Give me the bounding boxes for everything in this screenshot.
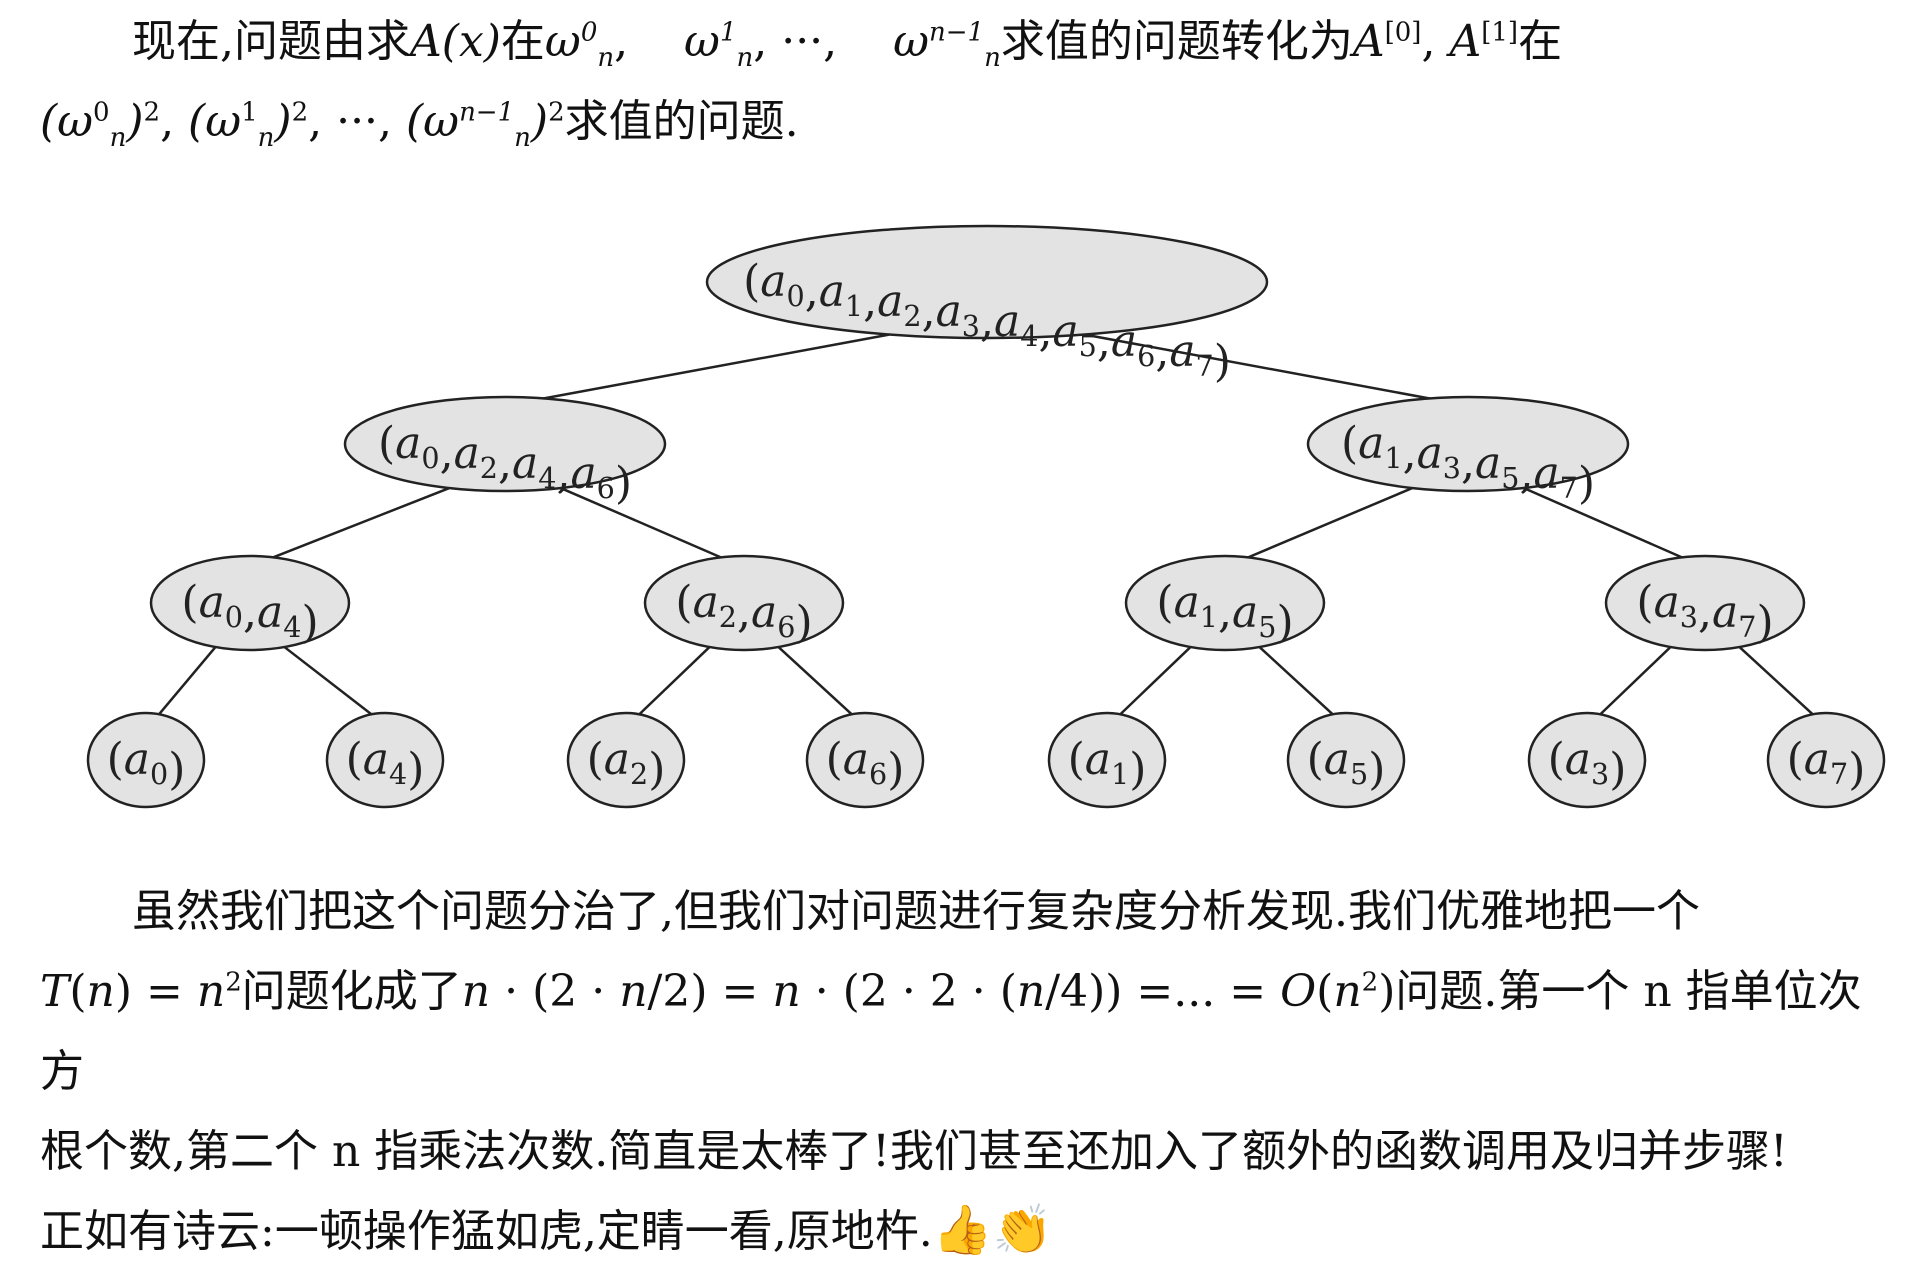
tree-edge — [1258, 646, 1335, 717]
tree-node-label: (a0,a2,a4,a6) — [378, 418, 632, 509]
tree-node-label: (a2,a6) — [675, 577, 812, 648]
tree-node-label: (a0,a1,a2,a3,a4,a5,a6,a7) — [743, 256, 1231, 387]
intro-text-3: 求值的问题转化为 — [1000, 16, 1353, 67]
tree-leaf-node: (a5) — [1286, 711, 1406, 809]
tree-node: (a2,a6) — [643, 554, 845, 652]
conclusion-math-expansion: n · (2 · n/2) = n · (2 · 2 · (n/4)) =...… — [461, 966, 1396, 1017]
conclusion-line3: 根个数,第二个 n 指乘法次数.简直是太棒了!我们甚至还加入了额外的函数调用及归… — [40, 1126, 1788, 1177]
tree-leaf-node: (a2) — [566, 711, 686, 809]
recursion-tree-diagram: (a0,a1,a2,a3,a4,a5,a6,a7) (a0,a2,a4,a6) (a… — [86, 224, 1886, 809]
intro-text-4: 在 — [1518, 16, 1563, 67]
intro-paragraph: 现在,问题由求A(x)在ω0n, ω1n, ···, ωn−1n求值的问题转化为… — [40, 16, 1563, 153]
conclusion-mid2: 问题.第一个 n 指单位次方 — [40, 966, 1862, 1097]
tree-edge — [1738, 646, 1815, 717]
tree-edge — [538, 333, 890, 401]
intro-math-omega0: ω0n — [544, 16, 615, 73]
tree-edge — [560, 487, 724, 560]
tree-leaf-node: (a7) — [1766, 711, 1886, 809]
tree-edge — [157, 646, 217, 717]
tree-node-label: (a1,a3,a5,a7) — [1341, 418, 1595, 509]
tree-node-label: (a3,a7) — [1636, 577, 1773, 648]
tree-node: (a1,a3,a5,a7) — [1306, 395, 1630, 509]
tree-node-label: (a2) — [587, 734, 666, 795]
intro-math-ax: A(x) — [410, 16, 501, 67]
conclusion-line4: 正如有诗云:一顿操作猛如虎,定睛一看,原地杵. — [40, 1206, 933, 1257]
tree-node: (a3,a7) — [1604, 554, 1806, 652]
conclusion-line1: 虽然我们把这个问题分治了,但我们对问题进行复杂度分析发现.我们优雅地把一个 — [132, 886, 1700, 937]
tree-edge — [283, 646, 374, 717]
tree-leaf-node: (a1) — [1047, 711, 1167, 809]
tree-leaf-node: (a6) — [805, 711, 925, 809]
intro-math-omega1: ω1n — [684, 16, 754, 73]
clapping-hands-icon: 👏 — [992, 1202, 1053, 1258]
tree-root-node: (a0,a1,a2,a3,a4,a5,a6,a7) — [705, 224, 1269, 387]
tree-edge — [1118, 646, 1192, 717]
tree-node: (a0,a2,a4,a6) — [343, 395, 667, 509]
tree-edge — [270, 487, 450, 560]
tree-edge — [637, 646, 711, 717]
tree-node-label: (a6) — [826, 734, 905, 795]
tree-node-label: (a1,a5) — [1156, 577, 1293, 648]
intro-math-squares: (ω0n)2, (ω1n)2, ···, (ωn−1n)2 — [40, 96, 565, 153]
tree-node-label: (a7) — [1787, 734, 1866, 795]
intro-line2-tail: 求值的问题. — [564, 96, 799, 147]
intro-text-1: 现在,问题由求 — [132, 16, 410, 67]
tree-edge — [1245, 487, 1413, 560]
tree-node: (a0,a4) — [149, 554, 351, 652]
tree-node-label: (a4) — [346, 734, 425, 795]
tree-edge — [1598, 646, 1672, 717]
tree-leaf-node: (a0) — [86, 711, 206, 809]
tree-node-label: (a5) — [1307, 734, 1386, 795]
tree-node-label: (a1) — [1068, 734, 1147, 795]
tree-edge — [777, 646, 854, 717]
intro-math-a1: A[1] — [1449, 16, 1519, 67]
tree-edge — [1084, 333, 1435, 401]
tree-node-label: (a0,a4) — [181, 577, 318, 648]
thumbs-up-icon: 👍 — [932, 1202, 993, 1258]
intro-math-a0: A[0] — [1352, 16, 1422, 67]
conclusion-paragraph: 虽然我们把这个问题分治了,但我们对问题进行复杂度分析发现.我们优雅地把一个 T(… — [40, 872, 1900, 1272]
tree-edge — [1523, 487, 1685, 560]
conclusion-mid1: 问题化成了 — [241, 966, 462, 1017]
intro-math-omega-n1: ωn−1n — [893, 16, 1001, 73]
intro-text-2: 在 — [500, 16, 545, 67]
tree-node-label: (a3) — [1548, 734, 1627, 795]
tree-leaf-node: (a3) — [1527, 711, 1647, 809]
conclusion-math-tn: T(n) = n2 — [40, 966, 242, 1017]
tree-leaf-node: (a4) — [325, 711, 445, 809]
tree-node-label: (a0) — [107, 734, 186, 795]
tree-node: (a1,a5) — [1124, 554, 1326, 652]
